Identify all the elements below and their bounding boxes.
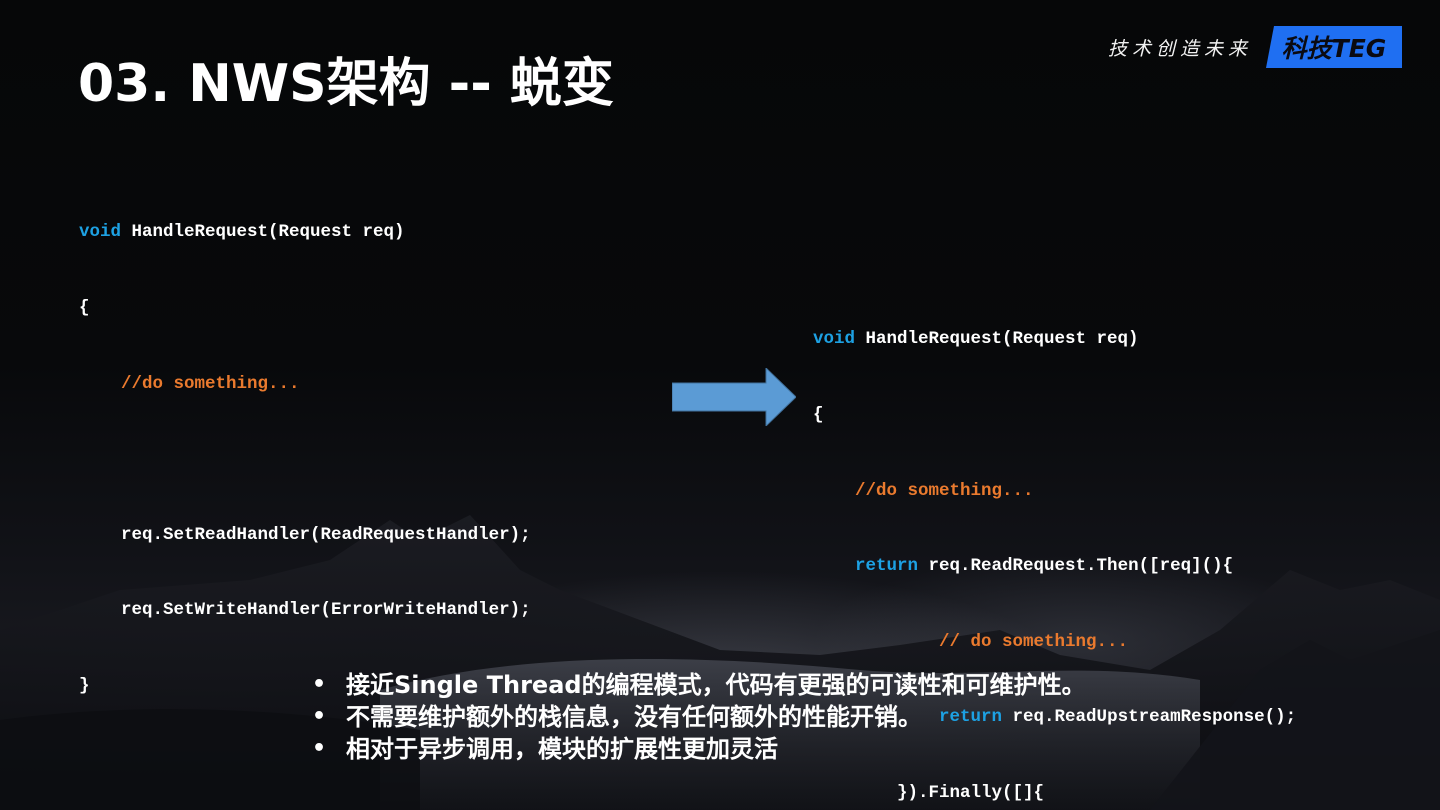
code-line: { [813,405,824,425]
code-line: }).Finally([]{ [813,782,1045,803]
code-line: { [79,298,90,318]
mountain-background-image [0,515,1440,810]
list-item: •相对于异步调用，模块的扩展性更加灵活 [312,735,778,763]
brand-slogan: 技术创造未来 [1107,37,1252,60]
code-line: //do something... [121,373,300,394]
code-line: return req.ReadUpstreamResponse(); [939,707,1297,728]
code-line: req.SetWriteHandler(ErrorWriteHandler); [79,600,531,621]
code-line [79,447,625,472]
code-block-future-style: void HandleRequest(Request req) { //do s… [813,277,1296,810]
code-line: // do something... [939,631,1129,652]
code-line: return req.ReadRequest.Then([req](){ [855,556,1234,577]
list-item: •接近Single Thread的编程模式，代码有更强的可读性和可维护性。 [312,671,1086,699]
code-line: void HandleRequest(Request req) [79,222,405,243]
code-block-callback-style: void HandleRequest(Request req) { //do s… [79,170,625,810]
bullet-icon: • [312,704,327,729]
bullet-icon: • [312,672,327,697]
code-line: //do something... [855,480,1034,501]
code-line: req.SetReadHandler(ReadRequestHandler); [79,524,531,545]
benefits-list: •接近Single Thread的编程模式，代码有更强的可读性和可维护性。 •不… [312,669,1086,765]
bullet-icon: • [312,736,327,761]
page-title: 03. NWS架构 -- 蜕变 [78,54,614,114]
code-line: void HandleRequest(Request req) [813,329,1139,350]
list-item: •不需要维护额外的栈信息，没有任何额外的性能开销。 [312,703,922,731]
brand-badge: 科技TEG [1266,26,1402,68]
right-arrow-icon [672,368,796,426]
brand-logo: 技术创造未来 科技TEG [1108,26,1402,68]
code-line: } [79,675,90,696]
